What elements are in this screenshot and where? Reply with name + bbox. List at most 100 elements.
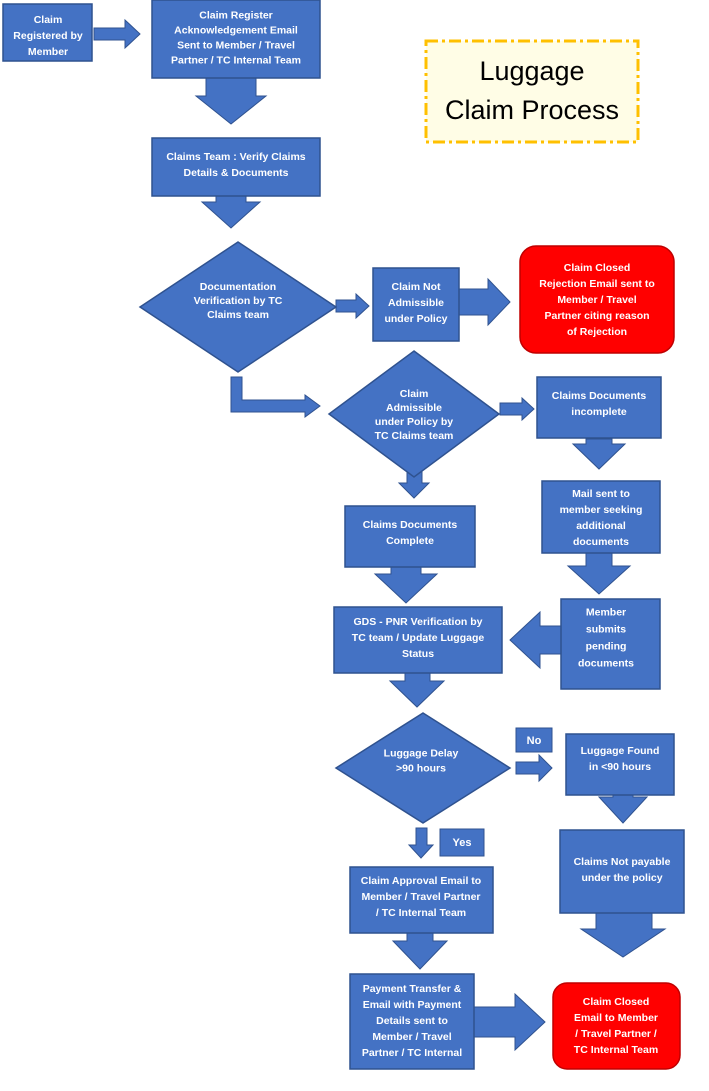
gds-pnr-line-3: Status <box>402 648 434 660</box>
arrow-admissible-to-incomplete <box>499 396 535 422</box>
member-submits-line-4: documents <box>578 658 634 670</box>
arrow-not-payable-down <box>579 912 667 958</box>
yes-label: Yes <box>453 837 472 849</box>
title-line-1: Luggage <box>479 56 584 86</box>
claim-admissible-diamond <box>327 350 501 478</box>
claims-docs-complete-line-2: Complete <box>386 535 434 547</box>
claim-registered-line-2: Registered by <box>13 30 83 42</box>
arrow-registered-to-ack <box>93 18 141 50</box>
arrow-mail-to-submits <box>566 552 632 595</box>
claim-closed-rejection-line-2: Rejection Email sent to <box>539 278 655 290</box>
claim-closed-final-line-4: TC Internal Team <box>574 1044 658 1056</box>
mail-sent-box <box>541 480 661 554</box>
claim-register-ack-line-4: Partner / TC Internal Team <box>171 55 301 67</box>
payment-transfer-line-1: Payment Transfer & <box>363 983 462 995</box>
claim-registered-line-3: Member <box>28 46 68 58</box>
arrow-doc-to-not-admissible <box>335 292 370 320</box>
claim-closed-final-line-2: Email to Member <box>574 1012 658 1024</box>
claim-closed-rejection-box <box>519 245 675 354</box>
arrow-doc-to-admissible <box>230 376 321 418</box>
no-label: No <box>527 735 542 747</box>
mail-sent-line-2: member seeking <box>560 504 643 516</box>
claim-not-admissible-box <box>372 267 460 342</box>
verify-claims-line-2: Details & Documents <box>183 167 288 179</box>
claim-approval-line-1: Claim Approval Email to <box>361 875 481 887</box>
documentation-verification-line-1: Documentation <box>200 281 276 293</box>
claim-closed-final-line-3: / Travel Partner / <box>575 1028 657 1040</box>
mail-sent-line-4: documents <box>573 536 629 548</box>
mail-sent-line-1: Mail sent to <box>572 488 630 500</box>
claim-closed-rejection-line-1: Claim Closed <box>564 262 631 274</box>
claim-admissible-line-4: TC Claims team <box>375 430 454 442</box>
gds-pnr-line-2: TC team / Update Luggage <box>352 632 485 644</box>
claim-not-admissible-line-1: Claim Not <box>391 281 441 293</box>
member-submits-line-3: pending <box>586 641 627 653</box>
member-submits-line-1: Member <box>586 607 626 619</box>
yes-label-box <box>439 828 485 857</box>
luggage-found-line-1: Luggage Found <box>581 745 660 757</box>
title-box: Luggage Claim Process <box>424 39 640 144</box>
claims-not-payable-box <box>559 829 685 914</box>
claim-admissible-line-2: Admissible <box>386 402 442 414</box>
arrow-delay-to-found <box>515 753 553 783</box>
claim-admissible-line-1: Claim <box>400 388 429 400</box>
no-label-box <box>515 727 553 753</box>
arrow-verify-to-doc <box>200 195 262 229</box>
verify-claims-line-1: Claims Team : Verify Claims <box>166 151 305 163</box>
arrow-approval-to-payment <box>391 932 449 970</box>
payment-transfer-line-2: Email with Payment <box>363 999 462 1011</box>
luggage-found-line-2: in <90 hours <box>589 761 651 773</box>
arrow-found-to-not-payable <box>597 794 649 824</box>
arrow-submits-to-gds <box>509 610 562 670</box>
payment-transfer-line-4: Member / Travel <box>372 1031 451 1043</box>
arrow-incomplete-to-mail <box>571 438 627 470</box>
documentation-verification-line-2: Verification by TC <box>194 295 283 307</box>
claims-not-payable-line-1: Claims Not payable <box>574 856 671 868</box>
claim-registered-line-1: Claim <box>34 14 63 26</box>
claims-not-payable-line-2: under the policy <box>581 872 662 884</box>
claim-register-ack-line-2: Acknowledgement Email <box>174 25 298 37</box>
member-submits-line-2: submits <box>586 624 626 636</box>
claim-register-ack-box <box>151 0 321 79</box>
claims-docs-complete-line-1: Claims Documents <box>363 519 458 531</box>
documentation-verification-diamond <box>138 241 338 373</box>
member-submits-box <box>560 598 661 690</box>
arrow-complete-to-gds <box>373 566 439 604</box>
arrow-ack-to-verify <box>194 77 268 125</box>
luggage-delay-line-2: >90 hours <box>396 763 446 775</box>
claim-not-admissible-line-3: under Policy <box>384 313 447 325</box>
payment-transfer-line-3: Details sent to <box>376 1015 448 1027</box>
luggage-delay-diamond <box>334 712 512 824</box>
arrow-delay-to-approval <box>407 827 435 859</box>
arrow-not-admissible-to-rejection <box>458 277 511 327</box>
payment-transfer-box <box>349 973 475 1070</box>
claim-not-admissible-line-2: Admissible <box>388 297 444 309</box>
claim-approval-box <box>349 866 494 934</box>
claim-register-ack-line-3: Sent to Member / Travel <box>177 40 295 52</box>
gds-pnr-box <box>333 606 503 674</box>
gds-pnr-line-1: GDS - PNR Verification by <box>354 616 483 628</box>
claims-docs-incomplete-line-2: incomplete <box>571 406 627 418</box>
payment-transfer-line-5: Partner / TC Internal <box>362 1047 462 1059</box>
claim-approval-line-3: / TC Internal Team <box>376 907 466 919</box>
luggage-found-box <box>565 733 675 796</box>
claim-register-ack-line-1: Claim Register <box>199 10 273 22</box>
claim-registered-box <box>2 3 93 62</box>
arrow-gds-to-delay <box>388 672 446 708</box>
claim-closed-final-line-1: Claim Closed <box>583 996 650 1008</box>
claims-docs-incomplete-box <box>536 376 662 439</box>
documentation-verification-line-3: Claims team <box>207 309 269 321</box>
claim-closed-rejection-line-4: Partner citing reason <box>544 310 649 322</box>
claim-closed-rejection-line-5: of Rejection <box>567 326 627 338</box>
arrow-payment-to-closed <box>473 992 546 1052</box>
title-line-2: Claim Process <box>445 95 619 125</box>
claim-approval-line-2: Member / Travel Partner <box>361 891 480 903</box>
verify-claims-box <box>151 137 321 197</box>
claim-closed-final-box <box>552 982 681 1070</box>
mail-sent-line-3: additional <box>576 520 626 532</box>
claim-closed-rejection-line-3: Member / Travel <box>557 294 636 306</box>
claims-docs-incomplete-line-1: Claims Documents <box>552 390 647 402</box>
luggage-delay-line-1: Luggage Delay <box>384 748 459 760</box>
claims-docs-complete-box <box>344 505 476 568</box>
